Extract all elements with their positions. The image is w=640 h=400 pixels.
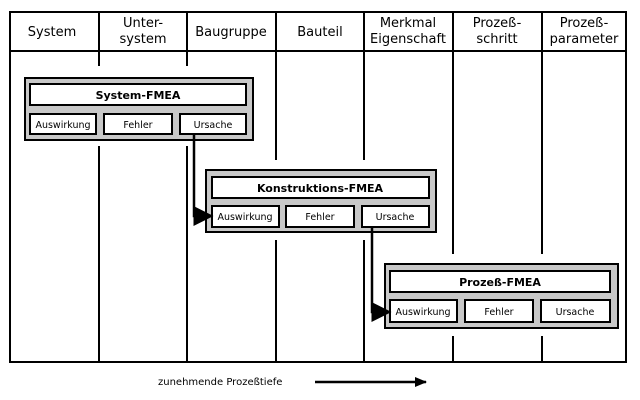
header-system: System (28, 25, 76, 40)
system-auswirkung: Auswirkung (35, 120, 90, 131)
connector-arrow-2 (370, 227, 392, 322)
konstruktions-auswirkung: Auswirkung (217, 212, 272, 223)
header-merkmal-2: Eigenschaft (370, 32, 446, 47)
process-depth-caption: zunehmende Prozeßtiefe (158, 377, 282, 388)
column-headers: System Unter- system Baugruppe Bauteil M… (28, 16, 619, 47)
header-prozessschritt-2: schritt (476, 32, 517, 47)
prozess-fmea-box: Prozeß-FMEA Auswirkung Fehler Ursache (384, 263, 619, 329)
prozess-auswirkung: Auswirkung (395, 307, 450, 318)
header-untersystem-1: Unter- (123, 16, 163, 31)
system-fehler: Fehler (123, 120, 152, 131)
connector-arrow-1 (192, 134, 214, 226)
prozess-fehler: Fehler (484, 307, 513, 318)
header-prozessschritt-1: Prozeß- (473, 16, 522, 31)
header-merkmal-1: Merkmal (380, 16, 436, 31)
konstruktions-fehler: Fehler (305, 212, 334, 223)
konstruktions-ursache: Ursache (376, 212, 415, 223)
prozess-fmea-title: Prozeß-FMEA (459, 276, 541, 289)
header-untersystem-2: system (120, 32, 167, 47)
system-ursache: Ursache (194, 120, 233, 131)
header-prozessparameter-2: parameter (550, 32, 619, 47)
header-prozessparameter-1: Prozeß- (560, 16, 609, 31)
header-baugruppe: Baugruppe (195, 25, 266, 40)
konstruktions-fmea-box: Konstruktions-FMEA Auswirkung Fehler Urs… (205, 169, 437, 233)
header-bauteil: Bauteil (297, 25, 342, 40)
prozess-ursache: Ursache (556, 307, 595, 318)
system-fmea-title: System-FMEA (96, 89, 181, 102)
system-fmea-box: System-FMEA Auswirkung Fehler Ursache (24, 77, 254, 141)
konstruktions-fmea-title: Konstruktions-FMEA (257, 182, 384, 195)
